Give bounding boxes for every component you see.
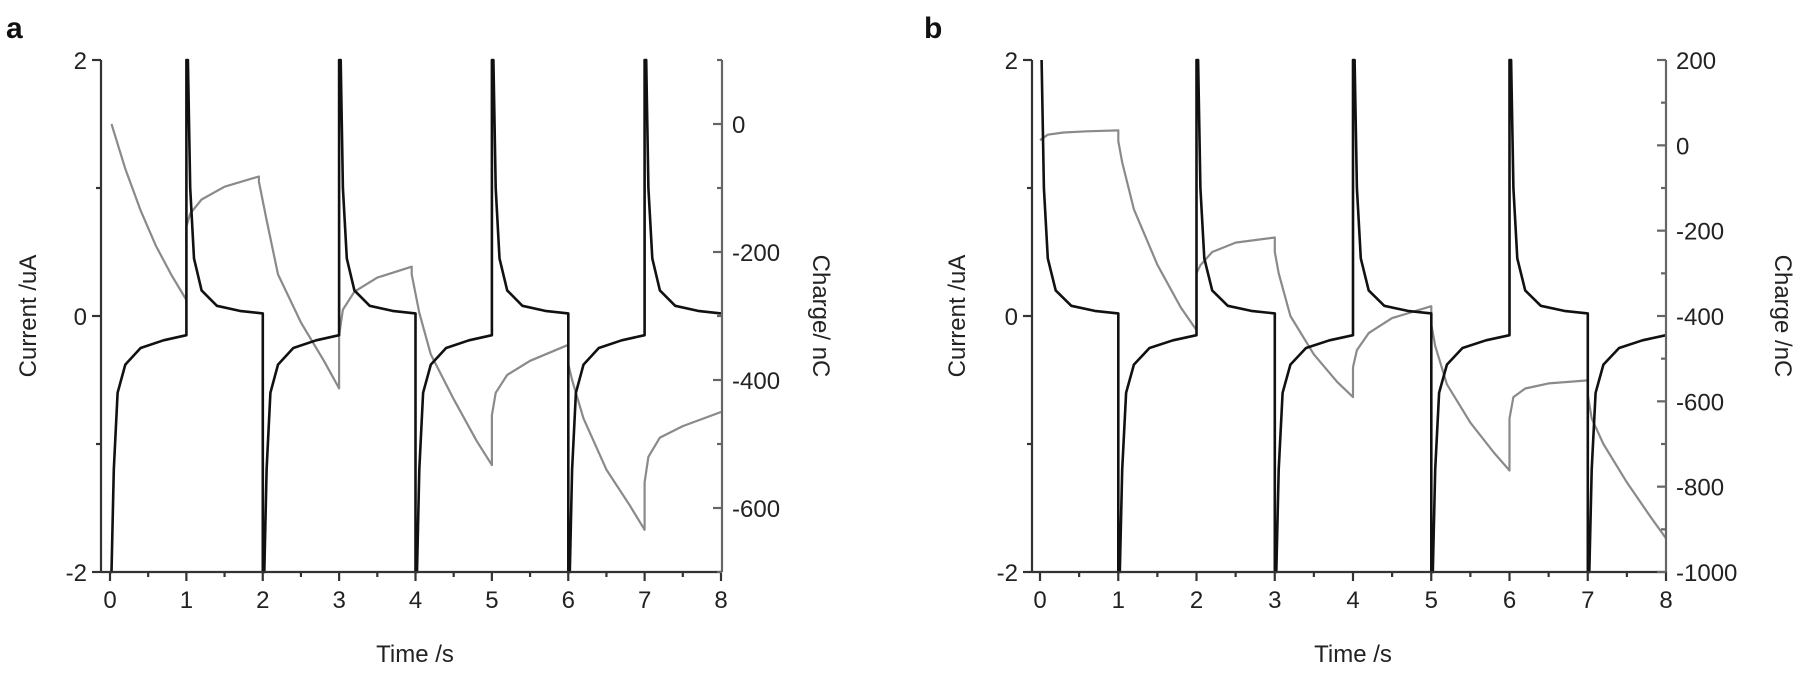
x-tick-label: 6 <box>562 587 575 614</box>
panel-b-y-axis-title: Current /uA <box>944 255 971 378</box>
y-tick-label: 0 <box>74 304 87 331</box>
y2-tick-label: -200 <box>732 240 780 267</box>
y2-tick-label: -400 <box>732 368 780 395</box>
x-tick-label: 8 <box>1659 587 1672 614</box>
x-tick-label: 4 <box>1346 587 1359 614</box>
x-tick-label: 4 <box>409 587 422 614</box>
y2-tick-label: 200 <box>1676 48 1716 75</box>
y-tick-label: -2 <box>997 560 1018 587</box>
y2-tick-label: -400 <box>1676 304 1724 331</box>
x-tick-label: 5 <box>485 587 498 614</box>
x-tick-label: 2 <box>1190 587 1203 614</box>
panel-b-plot-area <box>1039 58 1667 574</box>
panel-a-letter: a <box>6 12 23 45</box>
panel-b-axes: 0 1 2 3 4 5 6 7 8 2 0 -2 200 0 -200 -400 -600 -800 -1000 <box>997 48 1738 614</box>
y2-tick-label: 0 <box>1676 133 1689 160</box>
panel-b-y2-axis-title: Charge /nC <box>1769 255 1796 378</box>
y-tick-label: 0 <box>1005 304 1018 331</box>
panel-b-x-axis-title: Time /s <box>1314 641 1392 668</box>
panel-a-x-axis-title: Time /s <box>376 641 454 668</box>
panel-a-axes: 0 1 2 3 4 5 6 7 8 2 0 -2 0 -200 -400 -600 <box>66 48 780 614</box>
y2-tick-label: -600 <box>732 496 780 523</box>
y-tick-label: 2 <box>1005 48 1018 75</box>
x-tick-label: 6 <box>1503 587 1516 614</box>
y-tick-label: 2 <box>74 48 87 75</box>
panel-a: a 0 1 2 3 4 5 6 7 8 2 0 -2 0 -200 -400 -600 Time /s Cur… <box>6 12 834 668</box>
x-tick-label: 0 <box>1033 587 1046 614</box>
panel-b: b 0 1 2 3 4 5 6 7 8 2 0 -2 200 0 -200 -400 -600 -800 -1000… <box>924 12 1796 668</box>
x-tick-label: 3 <box>332 587 345 614</box>
y2-tick-label: 0 <box>732 112 745 139</box>
x-tick-label: 7 <box>1581 587 1594 614</box>
x-tick-label: 2 <box>256 587 269 614</box>
x-tick-label: 8 <box>714 587 727 614</box>
x-tick-label: 1 <box>180 587 193 614</box>
panel-b-current-series <box>1040 58 1667 574</box>
y2-tick-label: -800 <box>1676 475 1724 502</box>
y2-tick-label: -1000 <box>1676 560 1737 587</box>
panel-a-current-series <box>110 58 722 574</box>
x-tick-label: 1 <box>1112 587 1125 614</box>
panel-a-y2-axis-title: Charge/ nC <box>807 255 834 378</box>
x-tick-label: 0 <box>103 587 116 614</box>
panel-a-y-axis-title: Current /uA <box>15 255 42 378</box>
x-tick-label: 5 <box>1425 587 1438 614</box>
y2-tick-label: -600 <box>1676 389 1724 416</box>
y2-tick-label: -200 <box>1676 219 1724 246</box>
panel-b-charge-series <box>1039 129 1667 539</box>
panel-a-plot-area <box>110 58 722 574</box>
x-tick-label: 3 <box>1268 587 1281 614</box>
y-tick-label: -2 <box>66 560 87 587</box>
x-tick-label: 7 <box>638 587 651 614</box>
panel-b-letter: b <box>924 12 942 45</box>
